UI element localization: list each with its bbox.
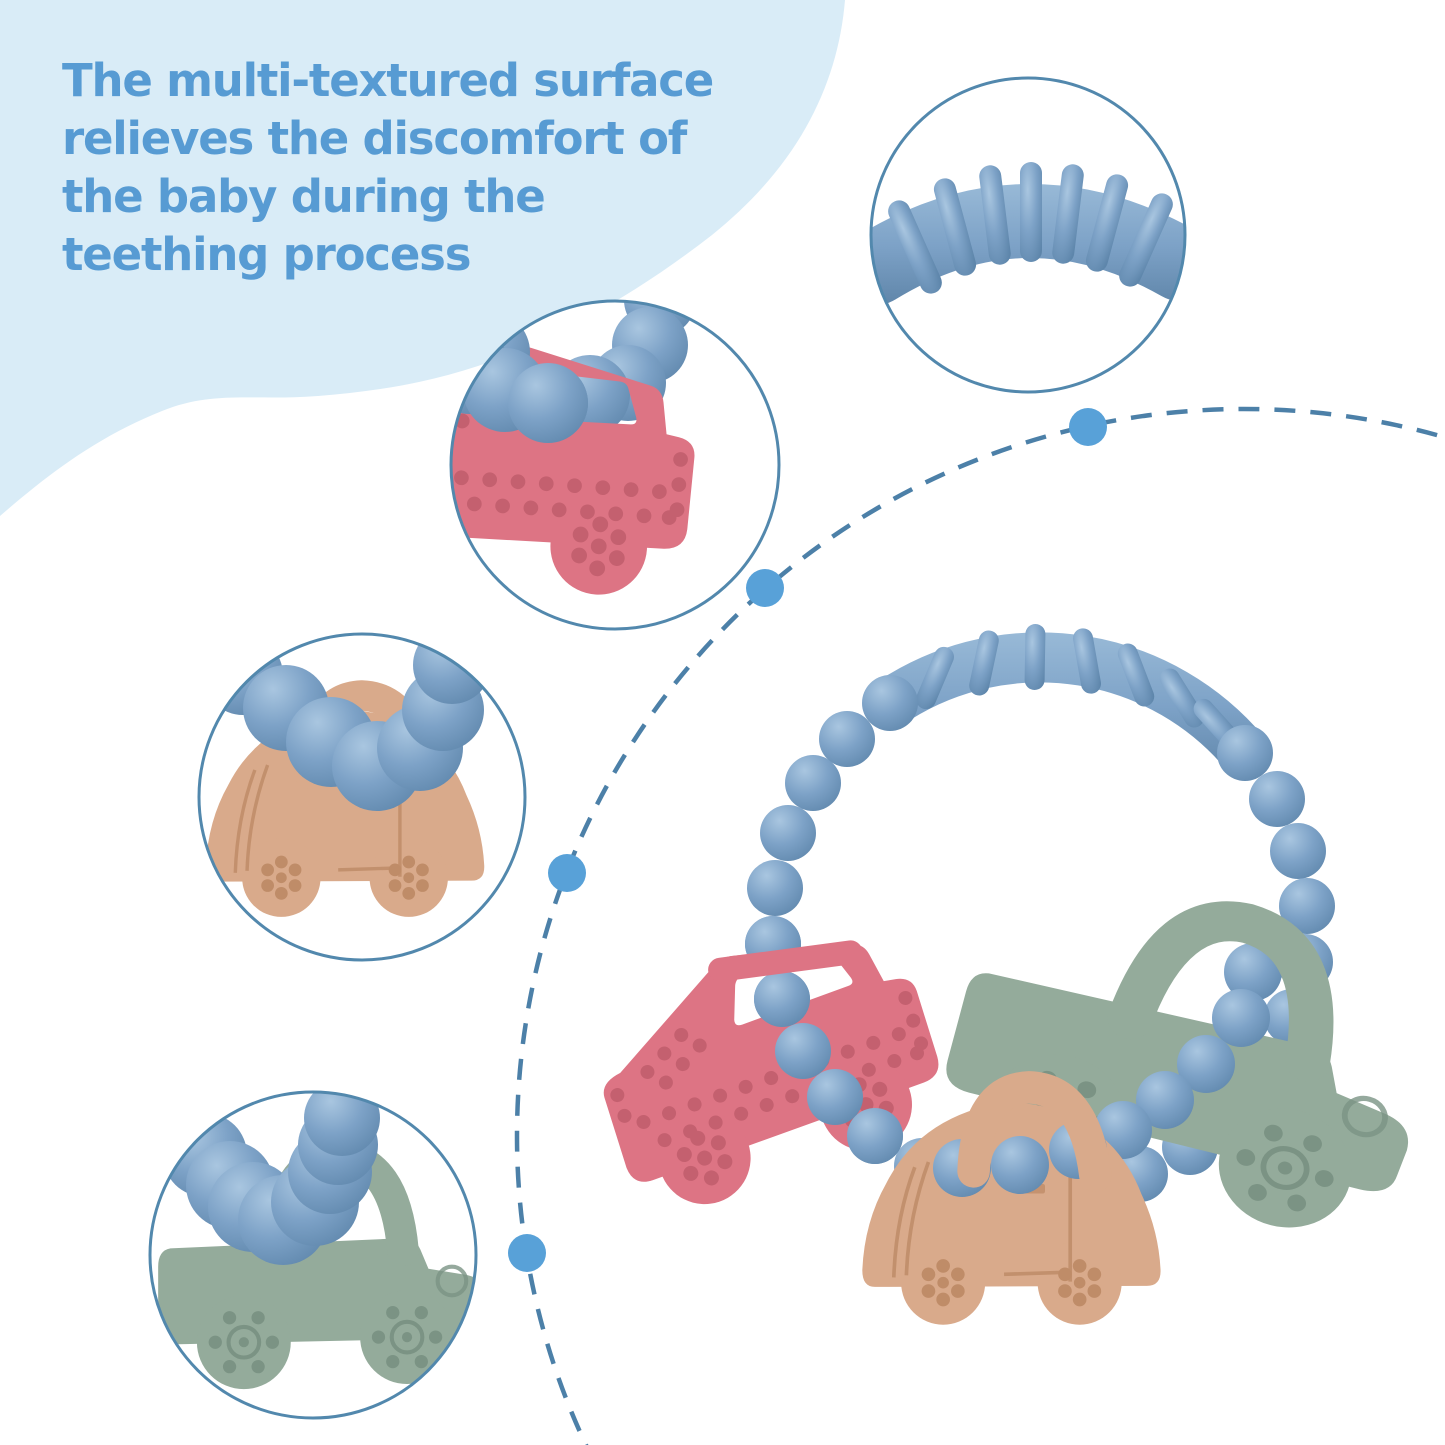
background-blob (0, 0, 845, 516)
headline-line: teething process (62, 228, 472, 281)
texture-ridges (888, 162, 1173, 294)
teether-ring-product (572, 624, 1426, 1325)
headline-line: The multi-textured surface (62, 54, 714, 107)
callout-pink-car (449, 299, 781, 631)
callout-texture-detail (869, 76, 1187, 394)
guide-dot (508, 1234, 546, 1272)
guide-dot (746, 569, 784, 607)
guide-dots (508, 408, 1107, 1272)
dotted-guide-circle (514, 406, 1445, 1445)
headline-line: relieves the discomfort of (62, 112, 687, 165)
headline-line: the baby during the (62, 170, 546, 223)
tan-car-teether (862, 1087, 1160, 1324)
callout-green-car (148, 1090, 478, 1420)
guide-dot (1069, 408, 1107, 446)
guide-dot (548, 854, 586, 892)
pink-car-teether (572, 902, 961, 1228)
headline: The multi-textured surface relieves the … (62, 52, 722, 284)
callout-tan-car (197, 632, 527, 962)
ring-ridges (916, 624, 1245, 754)
